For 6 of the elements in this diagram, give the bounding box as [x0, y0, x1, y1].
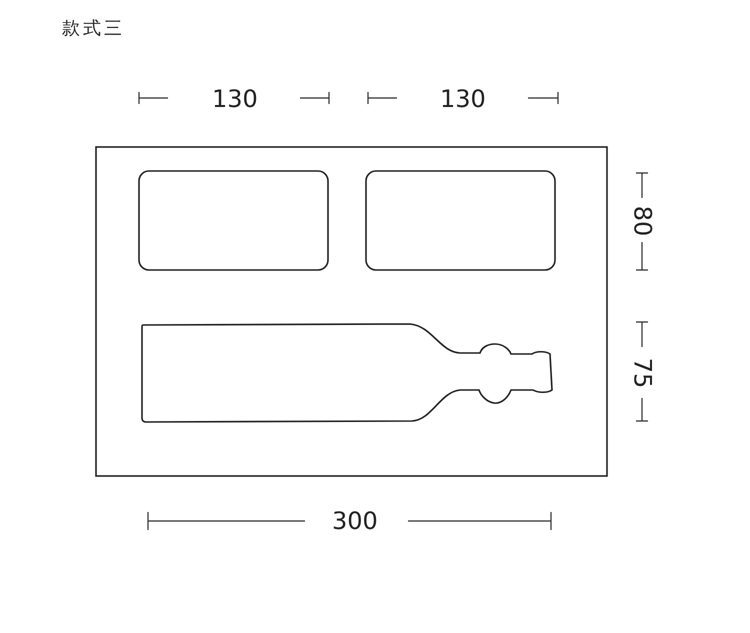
dimension-label: 80 — [630, 206, 654, 236]
dimension-label: 130 — [440, 87, 486, 111]
dimension-label: 300 — [332, 509, 378, 533]
title: 款式三 — [62, 20, 125, 38]
dimension-label: 75 — [630, 358, 654, 388]
dimension-label: 130 — [212, 87, 258, 111]
